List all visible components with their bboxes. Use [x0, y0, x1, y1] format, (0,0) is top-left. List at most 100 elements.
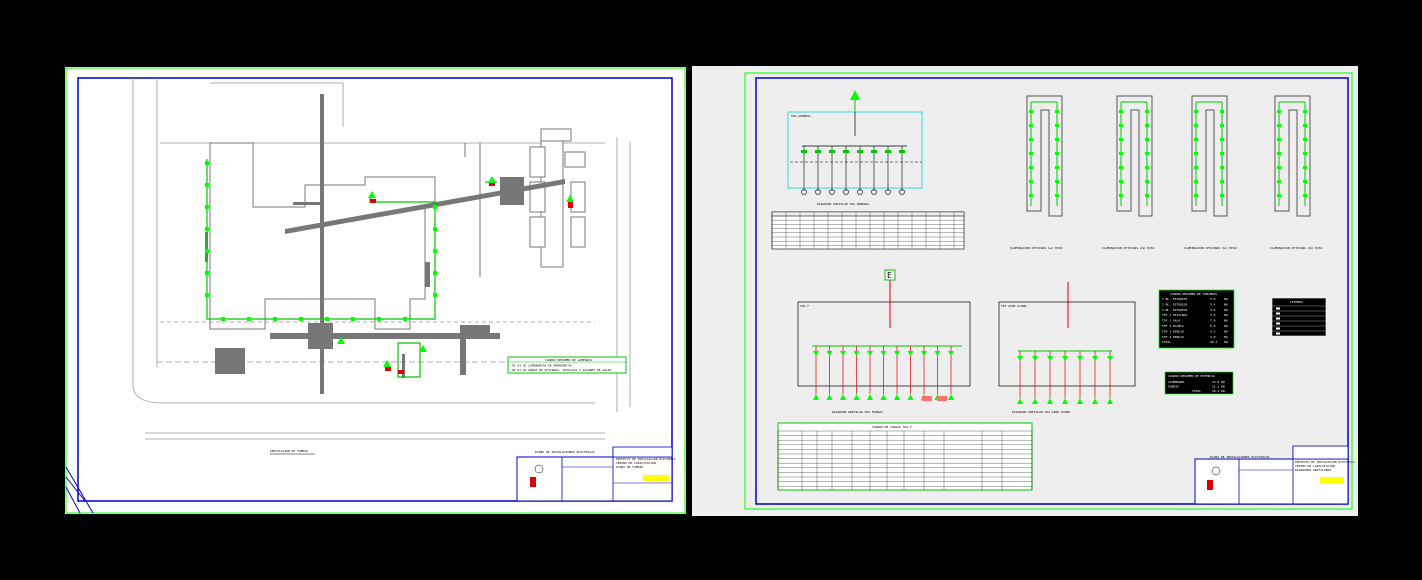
lamp-icon: [1119, 110, 1123, 113]
summary-row-value: 2.6: [1210, 313, 1216, 317]
outer-green-frame: [744, 72, 1353, 510]
breaker-icon: [867, 351, 873, 356]
outlet-icon: [205, 227, 209, 231]
caption-ac-unifilar: DIAGRAMA UNIFILAR TDA AIRE ACOND.: [1012, 410, 1072, 414]
lamp-icon: [1303, 152, 1307, 155]
lamp-icon: [1119, 124, 1123, 127]
legend-symbol: [1276, 317, 1280, 320]
load-icon: [1062, 398, 1068, 404]
title-block: PLANO DE INSTALACIONES ELECTRICAS PROYEC…: [1194, 445, 1355, 505]
lamp-icon: [1277, 138, 1281, 141]
outlet-icon: [273, 317, 277, 321]
summary-row-unit: KW: [1224, 297, 1228, 301]
lamp-icon: [1220, 166, 1224, 169]
summary-row-value: 4.0: [1210, 335, 1216, 339]
lamp-icon: [1029, 124, 1033, 127]
titleblock-line-1: PROYECTO DE INSTALACION ELECTRICA: [1295, 460, 1355, 464]
load-icon: [826, 394, 833, 400]
lamp-icon: [1277, 110, 1281, 113]
legend-row-1: 01 01 01 LUMINARIAS DE EMERGENCIA: [512, 364, 572, 368]
boards-summary-table: CUADRO RESUMEN DE TABLEROS 1 BL. ESTUDIO…: [1158, 289, 1235, 349]
floor-outline: [1191, 95, 1228, 217]
lamp-icon: [1194, 110, 1198, 113]
lamp-icon: [1119, 180, 1123, 183]
legend-symbol: [1276, 332, 1280, 335]
blue-border: [77, 77, 673, 502]
load-icon: [857, 189, 863, 195]
breaker-icon: [899, 150, 905, 153]
lamp-icon: [1029, 152, 1033, 155]
load-icon: [1107, 398, 1113, 404]
load-icon: [853, 394, 860, 400]
load-icon: [867, 394, 873, 400]
summary-row-unit: KW: [1224, 308, 1228, 312]
breaker-icon: [857, 150, 863, 153]
outlet-icon: [205, 249, 209, 253]
lamp-icon: [1145, 166, 1149, 169]
lamp-icon: [1277, 124, 1281, 127]
power-row-2-label: FUERZA: [1168, 385, 1179, 389]
corner-hatch: [65, 466, 94, 514]
lamp-icon: [1055, 166, 1059, 169]
legend-title: CUADRO RESUMEN DE LAMPARAS: [545, 358, 592, 362]
lamp-icon: [1145, 138, 1149, 141]
summary-row-unit: KW: [1224, 335, 1228, 339]
lamp-icon: [1055, 138, 1059, 141]
outlet-icon: [377, 317, 381, 321]
lamp-icon: [1029, 138, 1033, 141]
lamp-icon: [1303, 138, 1307, 141]
floor-circuit: [1120, 101, 1148, 206]
lamp-icon: [1194, 124, 1198, 127]
titleblock-line-1: PROYECTO DE INSTALACION ELECTRICA: [616, 457, 676, 461]
site-plan-drawing: CUADRO RESUMEN DE LAMPARAS 01 01 01 LUMI…: [65, 67, 686, 514]
load-icon: [871, 189, 877, 195]
spare-breaker: [937, 396, 947, 401]
lamp-icon: [1145, 152, 1149, 155]
left-drawing-sheet: CUADRO RESUMEN DE LAMPARAS 01 01 01 LUMI…: [65, 67, 686, 514]
summary-row-label: TDF 1 SALA: [1162, 319, 1180, 323]
lamp-icon: [1055, 124, 1059, 127]
load-icon: [899, 189, 905, 195]
lamp-icon: [1055, 110, 1059, 113]
summary-row-unit: KW: [1224, 324, 1228, 328]
north-arrow-icon: [1211, 466, 1221, 476]
load-icon: [813, 394, 819, 400]
titleblock-line-2: CENTRO DE CAPACITACION: [616, 461, 656, 465]
power-summary-table: CUADRO RESUMEN DE POTENCIA ALUMBRADO 14.…: [1164, 371, 1234, 395]
load-icon: [1047, 398, 1053, 404]
breaker-icon: [1032, 356, 1038, 361]
power-row-2-value: 21.5 KW: [1212, 385, 1225, 389]
legend-symbol: [1276, 327, 1280, 330]
summary-row-label: 1 BL. ESTUDIOS: [1162, 297, 1187, 301]
lamp-icon: [1029, 180, 1033, 183]
lamp-icon: [1145, 124, 1149, 127]
electrical-circuits: [206, 159, 497, 378]
power-title: CUADRO RESUMEN DE POTENCIA: [1168, 374, 1215, 378]
load-icon: [815, 189, 821, 195]
summary-row-label: TDF 2 PLANTA: [1162, 324, 1184, 328]
summary-row-value: 3.6: [1210, 308, 1216, 312]
lamp-icon: [1220, 138, 1224, 141]
outlet-icon: [351, 317, 355, 321]
lamp-icon: [1303, 194, 1307, 197]
lamp-icon: [1220, 124, 1224, 127]
breaker-icon: [813, 351, 819, 356]
lamp-icon: [1029, 110, 1033, 113]
lamp-icon: [1119, 166, 1123, 169]
building-walls: [209, 142, 481, 330]
ac-board-diagram: TDF AIRE ACOND. DIAGRAMA UNIFILAR TDA AI…: [998, 282, 1136, 414]
floor-circuit: [1278, 101, 1306, 206]
lamp-icon: [1029, 166, 1033, 169]
legend-symbol: [1276, 307, 1280, 310]
titleblock-caption: PLANO DE INSTALACIONES ELECTRICAS: [535, 450, 595, 454]
right-wing-rooms: [529, 128, 586, 268]
outlet-icon: [433, 227, 437, 231]
summary-row-label: 1 BL. ESTUDIOS: [1162, 308, 1187, 312]
floor-outline: [1026, 95, 1063, 217]
lamp-icon: [1277, 152, 1281, 155]
titleblock-caption: PLANO DE INSTALACIONES ELECTRICAS: [1210, 455, 1270, 459]
symbols-legend: LEYENDA: [1271, 297, 1327, 337]
breaker-icon: [801, 150, 807, 153]
summary-row-value: 5.6: [1210, 297, 1216, 301]
breaker-icon: [1062, 356, 1068, 361]
